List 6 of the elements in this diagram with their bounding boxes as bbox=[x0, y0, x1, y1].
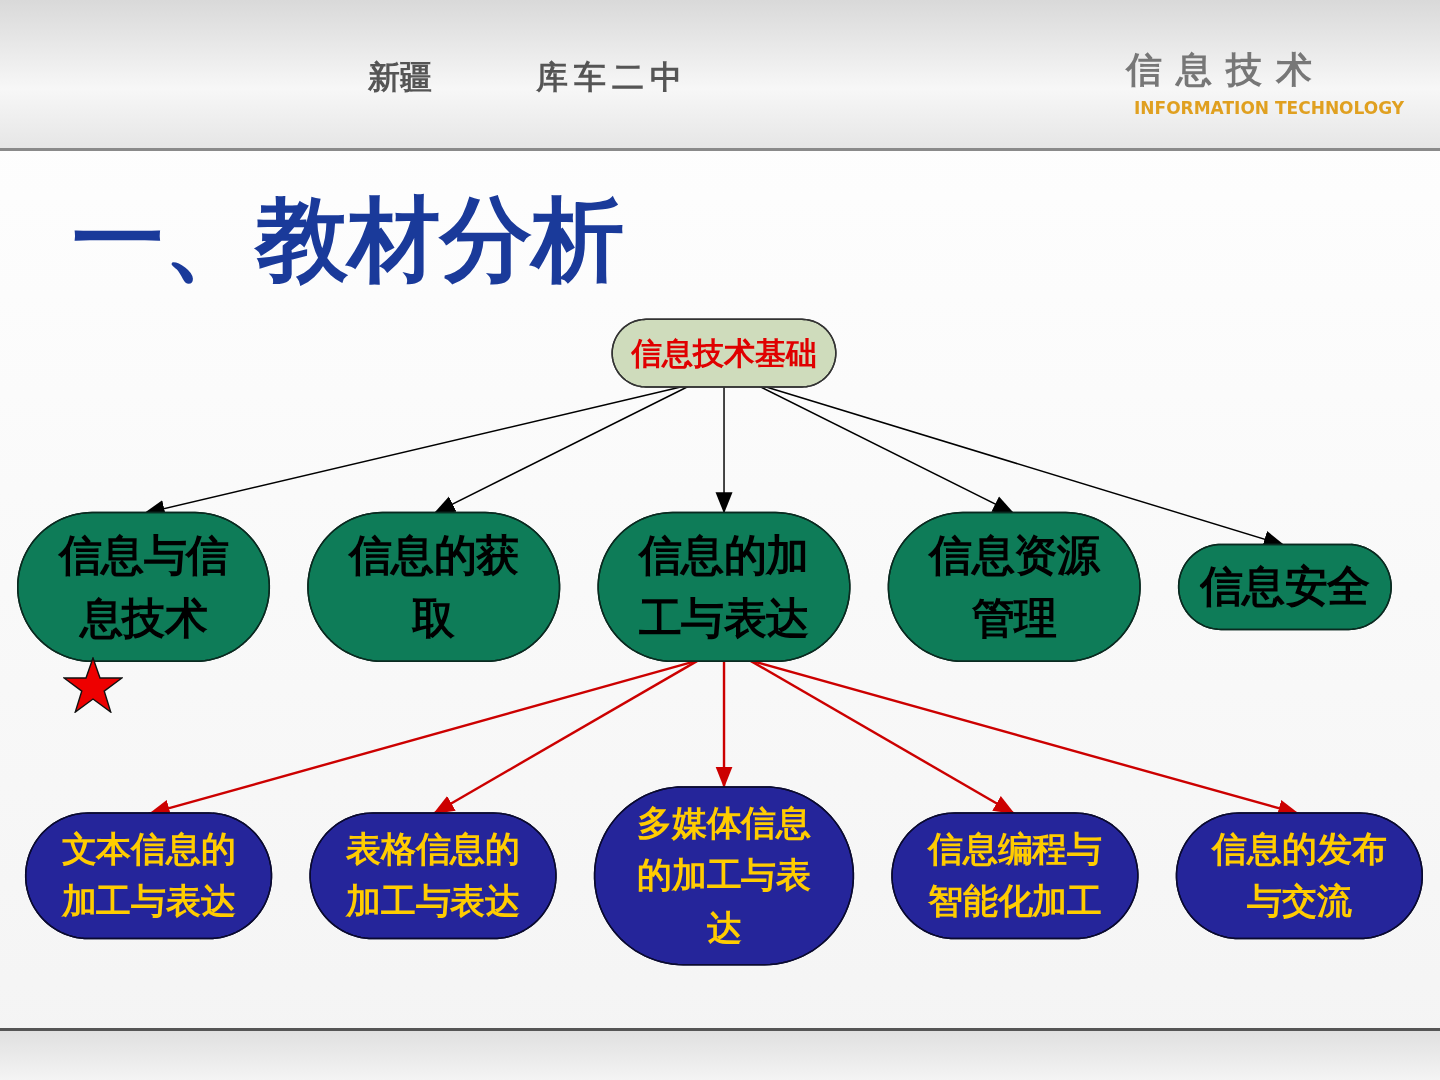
header-text: 新疆 bbox=[368, 57, 432, 98]
header-text: 信息技术 bbox=[1126, 48, 1326, 92]
header-text: INFORMATION TECHNOLOGY bbox=[1134, 98, 1405, 118]
arrow bbox=[715, 660, 733, 788]
slide-title: 一、教材分析 bbox=[72, 185, 624, 295]
header-text: 库车二中 bbox=[536, 57, 688, 98]
